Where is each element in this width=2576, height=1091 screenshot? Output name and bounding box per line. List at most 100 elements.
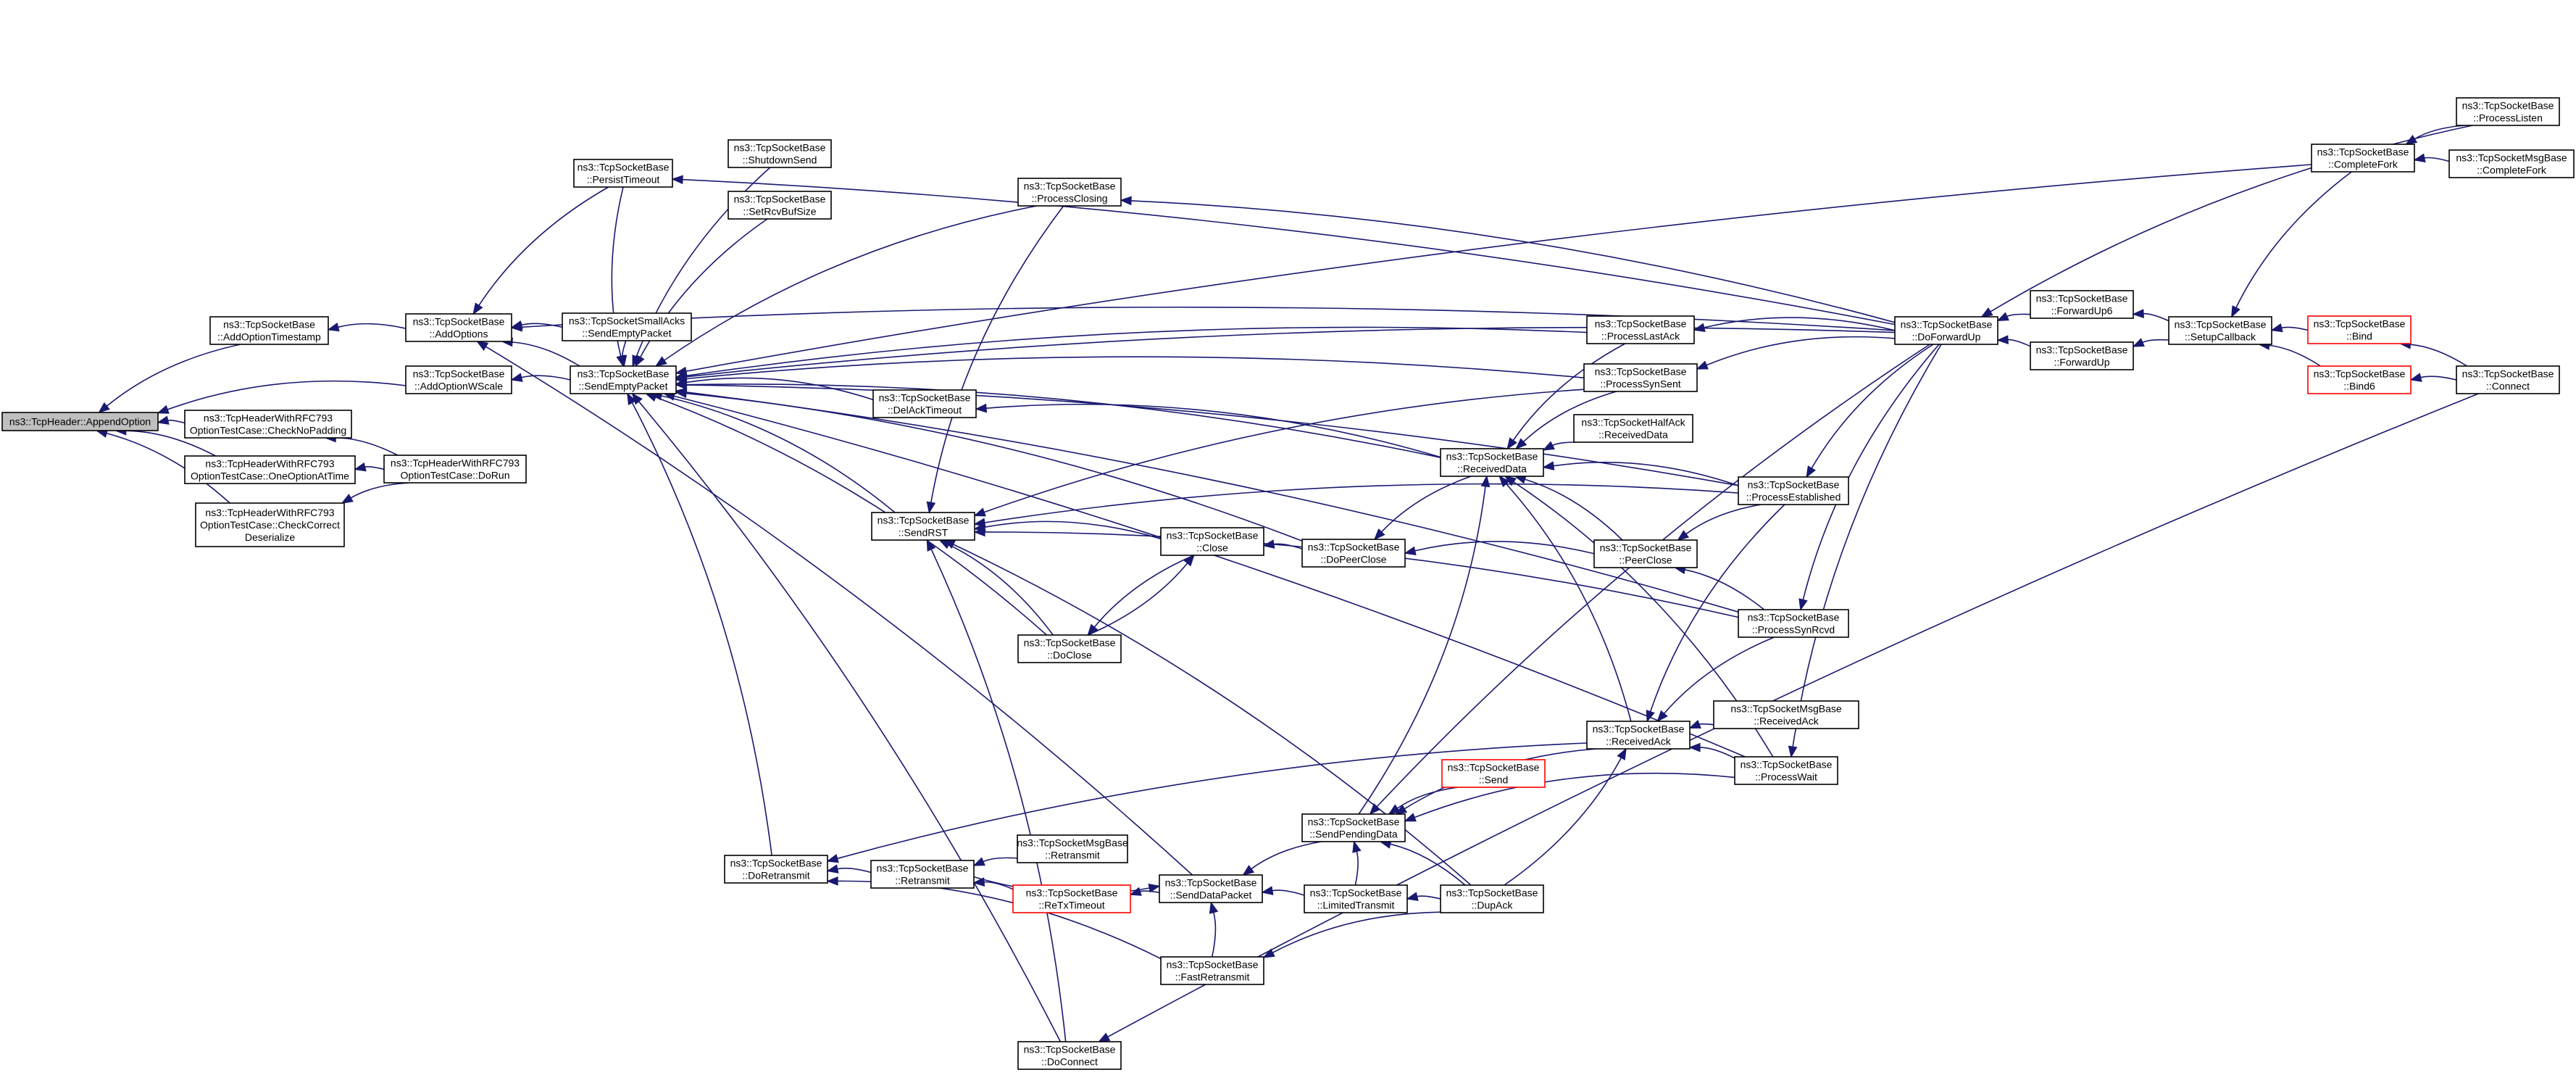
node-box — [570, 365, 677, 394]
node-dpc[interactable]: ns3::TcpSocketBase::DoPeerClose — [1301, 539, 1406, 568]
node-label: ns3::TcpSocketBase — [877, 863, 969, 874]
node-pclose[interactable]: ns3::TcpSocketBase::PeerClose — [1593, 539, 1698, 568]
node-hard[interactable]: ns3::TcpSocketHalfAck::ReceivedData — [1573, 414, 1693, 443]
edge-dretx-to-sep — [627, 392, 772, 856]
node-fu6[interactable]: ns3::TcpSocketBase::ForwardUp6 — [2030, 290, 2134, 319]
edge-line — [631, 402, 772, 856]
edge-arrowhead — [1696, 360, 1709, 370]
node-label: ns3::TcpSocketBase — [1448, 762, 1540, 773]
edge-line — [1512, 343, 1626, 441]
node-label: ::ProcessListen — [2473, 112, 2543, 124]
node-label: ns3::TcpSocketBase — [1167, 530, 1259, 542]
node-srbs[interactable]: ns3::TcpSocketBase::SetRcvBufSize — [728, 191, 832, 220]
node-dc[interactable]: ns3::TcpSocketBase::DoConnect — [1017, 1041, 1122, 1070]
edge-arrowhead — [2230, 305, 2241, 318]
node-fr[interactable]: ns3::TcpSocketBase::FastRetransmit — [1160, 956, 1264, 985]
node-root[interactable]: ns3::TcpHeader::AppendOption — [1, 412, 159, 431]
node-spd[interactable]: ns3::TcpSocketBase::SendPendingData — [1301, 813, 1406, 842]
edge-addopt-to-aots — [327, 322, 407, 332]
edge-line — [1685, 504, 1762, 535]
node-fu[interactable]: ns3::TcpSocketBase::ForwardUp — [2030, 341, 2134, 370]
node-pl[interactable]: ns3::TcpSocketBase::ProcessListen — [2456, 97, 2560, 126]
node-pclosing[interactable]: ns3::TcpSocketBase::ProcessClosing — [1017, 178, 1122, 207]
node-smsep[interactable]: ns3::TcpSocketSmallAcks::SendEmptyPacket — [562, 312, 692, 341]
node-box — [2168, 316, 2272, 345]
node-ooat[interactable]: ns3::TcpHeaderWithRFC793OptionTestCase::… — [184, 455, 356, 484]
node-label: ::SendRST — [899, 527, 949, 539]
node-close[interactable]: ns3::TcpSocketBase::Close — [1160, 527, 1264, 556]
node-label: ns3::TcpSocketBase — [1593, 723, 1685, 735]
node-bind[interactable]: ns3::TcpSocketBase::Bind — [2307, 315, 2412, 344]
node-dupack[interactable]: ns3::TcpSocketBase::DupAck — [1440, 884, 1544, 913]
node-doclose[interactable]: ns3::TcpSocketBase::DoClose — [1017, 634, 1122, 663]
node-rd[interactable]: ns3::TcpSocketBase::ReceivedData — [1440, 448, 1544, 477]
node-box — [1593, 539, 1698, 568]
edge-line — [983, 389, 1585, 513]
node-box — [1301, 539, 1406, 568]
node-box — [728, 191, 832, 220]
node-dat[interactable]: ns3::TcpSocketBase::DelAckTimeout — [872, 389, 977, 418]
node-label: ns3::TcpHeaderWithRFC793 — [205, 507, 334, 518]
edge-line — [622, 340, 627, 357]
edge-arrowhead — [671, 175, 683, 185]
node-label: ns3::TcpSocketBase — [1024, 181, 1116, 192]
node-mcf[interactable]: ns3::TcpSocketMsgBase::CompleteFork — [2448, 149, 2575, 178]
node-aots[interactable]: ns3::TcpSocketBase::AddOptionTimestamp — [209, 316, 329, 345]
node-pest[interactable]: ns3::TcpSocketBase::ProcessEstablished — [1738, 476, 1849, 505]
node-label: ::ProcessWait — [1755, 771, 1817, 783]
edge-dupack-to-ra — [1504, 747, 1627, 886]
edge-sep-to-addopt — [501, 337, 580, 367]
node-label: ns3::TcpSocketBase — [1595, 318, 1687, 330]
node-addopt[interactable]: ns3::TcpSocketBase::AddOptions — [405, 313, 512, 342]
node-dretx[interactable]: ns3::TcpSocketBase::DoRetransmit — [724, 855, 828, 884]
node-ss[interactable]: ns3::TcpSocketBase::ShutdownSend — [728, 139, 832, 168]
node-cf[interactable]: ns3::TcpSocketBase::CompleteFork — [2311, 144, 2415, 173]
node-aows[interactable]: ns3::TcpSocketBase::AddOptionWScale — [405, 365, 512, 394]
edge-line — [1525, 478, 1623, 541]
node-sep[interactable]: ns3::TcpSocketBase::SendEmptyPacket — [570, 365, 677, 394]
edge-arrowhead — [675, 372, 688, 382]
node-label: ns3::TcpSocketBase — [2462, 100, 2554, 112]
node-box — [1012, 884, 1131, 913]
node-dfu[interactable]: ns3::TcpSocketBase::DoForwardUp — [1894, 316, 1998, 345]
node-psr[interactable]: ns3::TcpSocketBase::ProcessSynRcvd — [1738, 609, 1849, 638]
node-pla[interactable]: ns3::TcpSocketBase::ProcessLastAck — [1586, 315, 1695, 344]
node-ccd[interactable]: ns3::TcpHeaderWithRFC793OptionTestCase::… — [195, 502, 345, 547]
edge-doclose-to-srst — [938, 539, 1054, 636]
node-send[interactable]: ns3::TcpSocketBase::Send — [1441, 759, 1546, 788]
node-mretx[interactable]: ns3::TcpSocketMsgBase::Retransmit — [1017, 834, 1128, 863]
node-pss[interactable]: ns3::TcpSocketBase::ProcessSynSent — [1583, 363, 1698, 392]
edge-spd-to-sdp — [1242, 841, 1322, 876]
node-retx[interactable]: ns3::TcpSocketBase::Retransmit — [870, 860, 975, 889]
node-box — [1304, 884, 1408, 913]
node-label: ::AddOptionTimestamp — [217, 331, 321, 343]
edge-fu6-to-dfu — [1996, 312, 2031, 321]
node-sdp[interactable]: ns3::TcpSocketBase::SendDataPacket — [1159, 874, 1263, 903]
node-ra[interactable]: ns3::TcpSocketBase::ReceivedAck — [1586, 721, 1691, 750]
edge-line — [2143, 312, 2169, 322]
node-rto[interactable]: ns3::TcpSocketBase::ReTxTimeout — [1012, 884, 1131, 913]
node-dorun[interactable]: ns3::TcpHeaderWithRFC793OptionTestCase::… — [383, 455, 527, 484]
node-connect[interactable]: ns3::TcpSocketBase::Connect — [2456, 365, 2560, 394]
node-scb[interactable]: ns3::TcpSocketBase::SetupCallback — [2168, 316, 2272, 345]
edge-dc-to-srst — [926, 539, 1067, 1042]
edge-line — [983, 857, 1018, 863]
node-pt[interactable]: ns3::TcpSocketBase::PersistTimeout — [573, 159, 673, 188]
edge-line — [1414, 772, 1735, 818]
node-lt[interactable]: ns3::TcpSocketBase::LimitedTransmit — [1304, 884, 1408, 913]
edge-arrowhead — [631, 392, 643, 405]
node-bind6[interactable]: ns3::TcpSocketBase::Bind6 — [2307, 365, 2412, 394]
edge-line — [948, 544, 1054, 636]
edge-ra-to-dretx — [826, 742, 1588, 863]
node-label: ::DelAckTimeout — [888, 405, 962, 416]
node-pw[interactable]: ns3::TcpSocketBase::ProcessWait — [1734, 756, 1838, 785]
edge-scb-to-fu — [2132, 338, 2169, 347]
node-box — [2311, 144, 2415, 173]
node-box — [195, 502, 345, 547]
edge-arrowhead — [1406, 892, 1419, 901]
node-srst[interactable]: ns3::TcpSocketBase::SendRST — [871, 512, 975, 541]
edge-line — [1390, 843, 1466, 886]
edge-arrowhead — [1542, 461, 1555, 470]
node-cnp[interactable]: ns3::TcpHeaderWithRFC793OptionTestCase::… — [184, 410, 352, 439]
node-mra[interactable]: ns3::TcpSocketMsgBase::ReceivedAck — [1713, 700, 1859, 729]
